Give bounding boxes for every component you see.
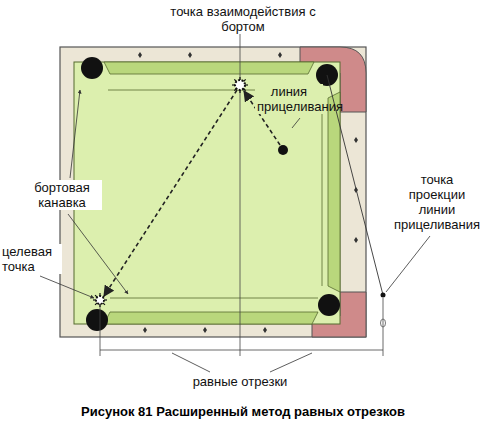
diamond-marker [203, 327, 207, 333]
callout-label: точка проекции линии прицеливания [391, 172, 483, 232]
dimension-line [100, 350, 383, 351]
cushion [104, 62, 314, 74]
figure-caption: Рисунок 81 Расширенный метод равных отре… [81, 404, 405, 419]
leader-line [270, 353, 312, 372]
leader-line [292, 118, 300, 128]
diamond-marker [354, 137, 358, 143]
shot-path [104, 90, 237, 296]
leader-line [386, 236, 430, 292]
projection-line [240, 90, 241, 356]
star-ray [232, 84, 235, 85]
projection-point [381, 293, 386, 298]
star-ray [234, 89, 236, 91]
pocket [81, 57, 103, 79]
star-ray [99, 304, 100, 307]
leader-line [172, 353, 210, 372]
leader-line [70, 90, 80, 178]
callout-label: целевая точка [0, 244, 62, 274]
star-ray [239, 90, 240, 93]
dimension-label: равные отрезки [180, 374, 300, 389]
star-ray [104, 299, 107, 300]
star-ray [103, 303, 105, 305]
star-ray [95, 295, 97, 297]
cushion [104, 312, 318, 324]
contact-point [232, 77, 248, 93]
diamond-marker [354, 237, 358, 243]
callout-label: точка взаимодействия с бортом [148, 4, 338, 34]
diamond-marker [143, 327, 147, 333]
star-ray [244, 89, 246, 91]
cloth [74, 62, 340, 324]
star-ray [244, 79, 246, 81]
star-ray [103, 295, 105, 297]
diamond-marker [138, 52, 142, 58]
rail [60, 47, 366, 337]
callout-label: бортовая канавка [22, 180, 102, 210]
callout-label: линия прицеливания [255, 84, 323, 114]
star-ray [245, 84, 248, 85]
diamond-marker [263, 327, 267, 333]
mark [381, 319, 386, 327]
cue-ball [278, 145, 288, 155]
groove-line [322, 98, 323, 286]
pocket [86, 309, 108, 331]
star-ray [99, 293, 100, 296]
groove-line [110, 298, 318, 299]
leader-line [40, 276, 94, 298]
leader-line [68, 214, 128, 294]
star-ray [234, 79, 236, 81]
pocket [318, 294, 340, 316]
projection-line [100, 304, 101, 356]
aiming-line [327, 75, 383, 295]
diamond-marker [188, 52, 192, 58]
diamond-marker [278, 52, 282, 58]
star-ray [95, 303, 97, 305]
star-ray [239, 77, 240, 80]
star-ray [93, 299, 96, 300]
cushion [328, 92, 340, 292]
target-point [93, 293, 107, 307]
